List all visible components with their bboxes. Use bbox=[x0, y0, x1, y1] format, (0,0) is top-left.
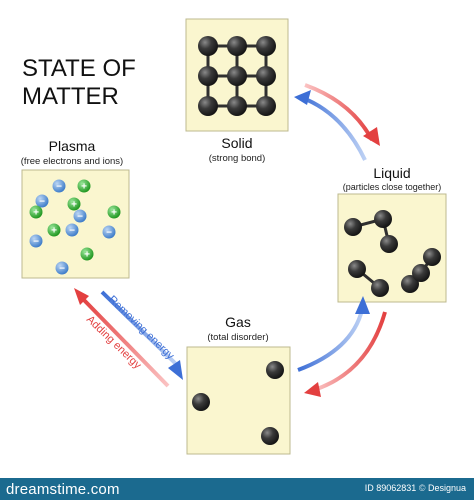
plasma-label: Plasma bbox=[49, 138, 96, 154]
molecule bbox=[227, 96, 247, 116]
molecule bbox=[256, 96, 276, 116]
liquid-description: (particles close together) bbox=[343, 182, 442, 192]
molecule bbox=[198, 36, 218, 56]
gas-label: Gas bbox=[225, 314, 251, 330]
plasma-particles: − + − − + + + + − − − + − bbox=[29, 179, 121, 275]
gas-molecules bbox=[192, 361, 284, 445]
electron bbox=[29, 234, 43, 248]
positive-ion bbox=[67, 197, 81, 211]
positive-ion bbox=[80, 247, 94, 261]
state-of-matter-diagram: STATE OF MATTER Solid (strong bond) bbox=[21, 18, 447, 455]
electron bbox=[55, 261, 69, 275]
molecule bbox=[266, 361, 284, 379]
diagram-title-line1: STATE OF bbox=[22, 55, 136, 82]
positive-sign: + bbox=[81, 182, 87, 193]
molecule bbox=[401, 275, 419, 293]
plasma-to-gas-arrow bbox=[100, 290, 183, 380]
electron-sign: − bbox=[56, 182, 62, 193]
molecule bbox=[348, 260, 366, 278]
molecule bbox=[423, 248, 441, 266]
molecule bbox=[380, 235, 398, 253]
positive-ion bbox=[29, 205, 43, 219]
electron bbox=[35, 194, 49, 208]
molecule bbox=[371, 279, 389, 297]
plasma-description: (free electrons and ions) bbox=[21, 156, 123, 167]
author-name: Designua bbox=[427, 483, 466, 493]
positive-sign: + bbox=[84, 250, 90, 261]
footer-credit: ID 89062831 © Designua bbox=[365, 483, 466, 493]
solid-label: Solid bbox=[221, 135, 252, 151]
solid-description: (strong bond) bbox=[209, 153, 266, 164]
electron bbox=[102, 225, 116, 239]
solid-to-liquid-arrow bbox=[304, 83, 380, 146]
copyright-symbol: © bbox=[418, 483, 426, 493]
molecule bbox=[198, 96, 218, 116]
electron-sign: − bbox=[106, 228, 112, 239]
electron bbox=[73, 209, 87, 223]
positive-ion bbox=[77, 179, 91, 193]
positive-sign: + bbox=[111, 208, 117, 219]
gas-description: (total disorder) bbox=[207, 332, 268, 343]
electron-sign: − bbox=[69, 226, 75, 237]
electron-sign: − bbox=[77, 212, 83, 223]
molecule bbox=[192, 393, 210, 411]
gas-to-liquid-arrow bbox=[297, 296, 370, 372]
liquid-to-solid-arrow bbox=[294, 90, 367, 161]
molecule bbox=[227, 36, 247, 56]
positive-ion bbox=[47, 223, 61, 237]
molecule bbox=[412, 264, 430, 282]
footer-bar: dreamstime.com ID 89062831 © Designua bbox=[0, 478, 474, 500]
molecule bbox=[261, 427, 279, 445]
positive-sign: + bbox=[71, 200, 77, 211]
molecule bbox=[198, 66, 218, 86]
molecule bbox=[344, 218, 362, 236]
molecule bbox=[256, 66, 276, 86]
electron-sign: − bbox=[33, 237, 39, 248]
solid-molecules bbox=[198, 36, 276, 116]
footer-logo[interactable]: dreamstime.com bbox=[6, 481, 120, 498]
plasma-box bbox=[21, 169, 130, 279]
molecule bbox=[227, 66, 247, 86]
electron bbox=[52, 179, 66, 193]
gas-to-plasma-arrow bbox=[74, 288, 170, 388]
liquid-label: Liquid bbox=[373, 165, 410, 181]
positive-sign: + bbox=[51, 226, 57, 237]
positive-sign: + bbox=[33, 208, 39, 219]
positive-ion bbox=[107, 205, 121, 219]
molecule bbox=[374, 210, 392, 228]
diagram-title-line2: MATTER bbox=[22, 83, 119, 110]
liquid-to-gas-arrow bbox=[304, 311, 387, 397]
electron bbox=[65, 223, 79, 237]
liquid-molecules bbox=[344, 210, 441, 297]
electron-sign: − bbox=[39, 197, 45, 208]
image-id: ID 89062831 bbox=[364, 483, 417, 493]
molecule bbox=[256, 36, 276, 56]
electron-sign: − bbox=[59, 264, 65, 275]
